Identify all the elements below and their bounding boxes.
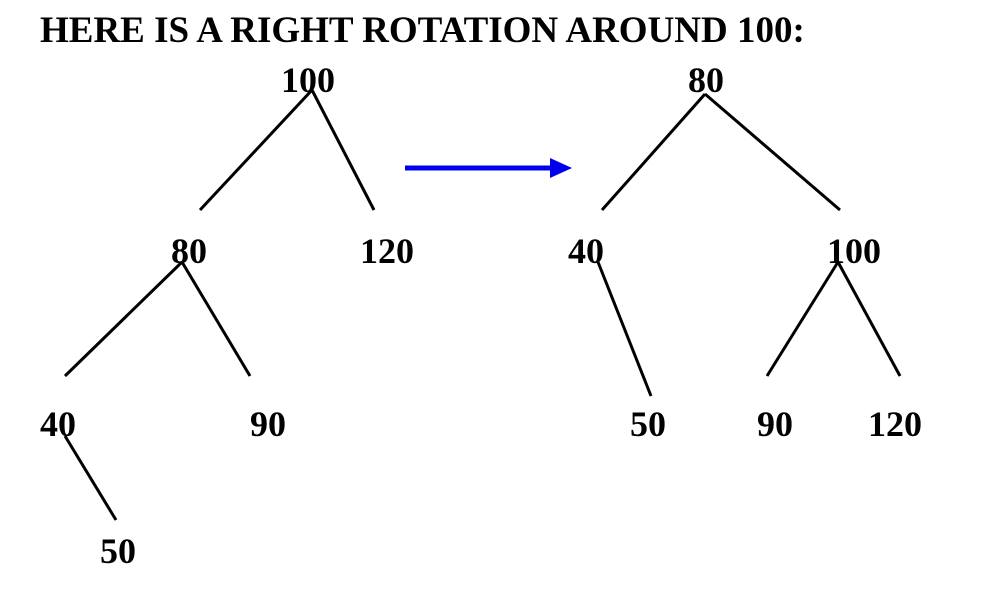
after-node-50: 50 bbox=[630, 404, 666, 444]
after-node-100: 100 bbox=[827, 231, 881, 271]
before-edge-40-50 bbox=[63, 435, 118, 521]
before-edge-100-120 bbox=[310, 89, 376, 211]
after-node-120: 120 bbox=[868, 404, 922, 444]
after-node-80: 80 bbox=[688, 60, 724, 100]
before-edge-80-90 bbox=[180, 261, 252, 377]
before-node-120: 120 bbox=[360, 231, 414, 271]
before-node-100: 100 bbox=[281, 60, 335, 100]
after-edge-100-120 bbox=[836, 261, 902, 377]
after-edge-40-50 bbox=[596, 261, 653, 397]
before-tree: 100 80 120 40 90 50 bbox=[40, 60, 414, 571]
before-node-80: 80 bbox=[171, 231, 207, 271]
after-node-90: 90 bbox=[757, 404, 793, 444]
before-node-50: 50 bbox=[100, 531, 136, 571]
page-title: HERE IS A RIGHT ROTATION AROUND 100: bbox=[40, 10, 805, 51]
before-edge-80-40 bbox=[63, 260, 184, 378]
after-edge-100-90 bbox=[765, 261, 840, 377]
before-node-40: 40 bbox=[40, 404, 76, 444]
after-node-40: 40 bbox=[568, 231, 604, 271]
after-edge-80-40 bbox=[600, 93, 707, 211]
after-edge-80-100 bbox=[704, 92, 841, 212]
rotation-arrow bbox=[405, 158, 572, 178]
after-tree: 80 40 100 50 90 120 bbox=[568, 60, 922, 444]
arrow-head bbox=[550, 158, 572, 178]
before-node-90: 90 bbox=[250, 404, 286, 444]
before-edge-100-80 bbox=[198, 88, 314, 212]
